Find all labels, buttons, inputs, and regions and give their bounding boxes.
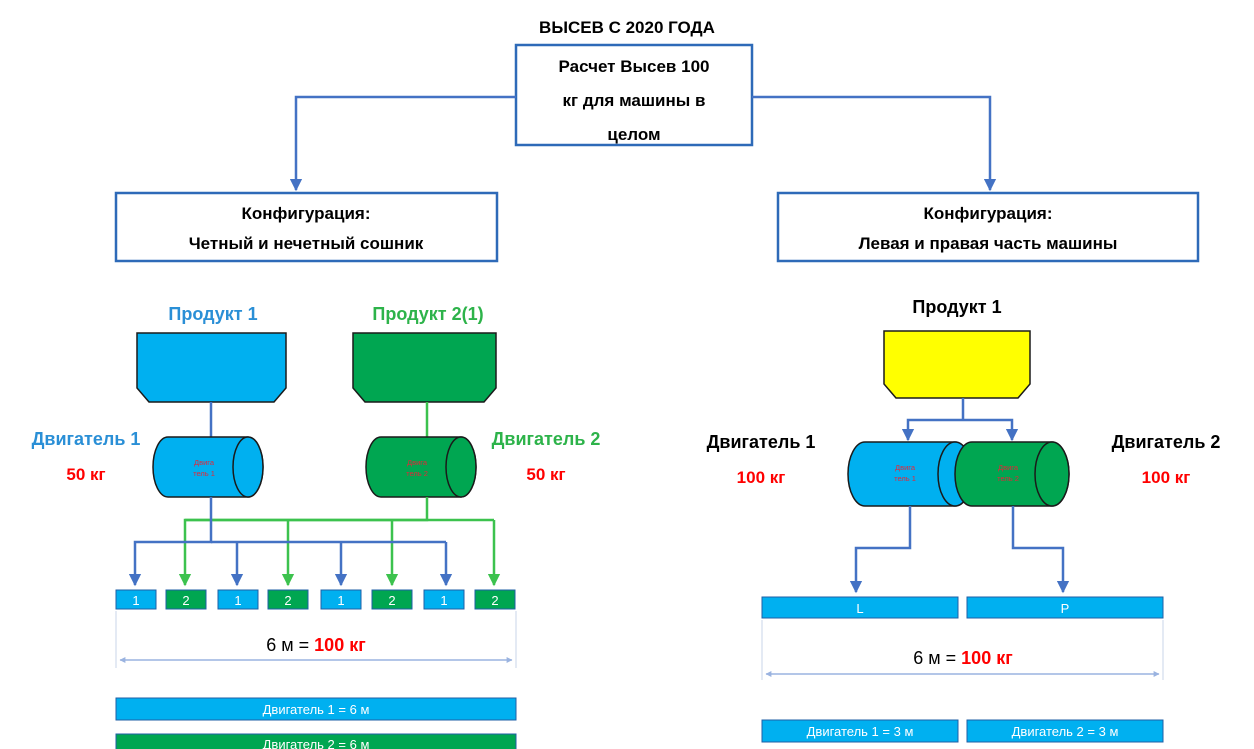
left-section-label: 2 [182, 593, 189, 608]
left-section-box [474, 589, 516, 610]
right-section-left-label: L [856, 601, 863, 616]
left-motor-2-cyl-text-2: тель 2 [406, 469, 428, 478]
right-motor-2-cylinder [954, 441, 1070, 507]
total-rate-line-3: целом [607, 125, 660, 144]
left-product2-label: Продукт 2(1) [372, 304, 483, 324]
left-section-box [371, 589, 413, 610]
left-config-title: Конфигурация: [242, 204, 371, 223]
right-config-title: Конфигурация: [924, 204, 1053, 223]
left-motor-2-cylinder [365, 436, 477, 498]
left-motor-1-width-text: Двигатель 1 = 6 м [263, 702, 370, 717]
right-motor-2-rate: 100 кг [1142, 468, 1191, 487]
left-motor-1-cyl-text-2: тель 1 [193, 469, 215, 478]
right-config-box [776, 191, 1200, 263]
left-section-box [423, 589, 465, 610]
left-section-box [320, 589, 362, 610]
left-motor-2-width-text: Двигатель 2 = 6 м [263, 737, 370, 749]
hopper-product-1 [136, 332, 287, 403]
left-motor-1-cyl-text-1: Двига [194, 458, 215, 467]
total-rate-line-1: Расчет Высев 100 [559, 57, 710, 76]
connector-right-config [752, 95, 997, 192]
right-feed-split-lines [901, 398, 1019, 442]
right-motor-1-cyl-text-2: тель 1 [894, 474, 916, 483]
total-rate-box [514, 43, 754, 147]
left-section-box [165, 589, 207, 610]
left-section-label: 2 [491, 593, 498, 608]
left-motor-1-name: Двигатель 1 [32, 429, 141, 449]
left-section-label: 1 [337, 593, 344, 608]
blue-distribution-lines [128, 497, 453, 587]
right-distribution-lines [849, 506, 1070, 594]
left-motor-2-rate: 50 кг [526, 465, 565, 484]
left-product1-label: Продукт 1 [168, 304, 257, 324]
left-config-subtitle: Четный и нечетный сошник [189, 234, 424, 253]
left-motor-1-cylinder [152, 436, 264, 498]
left-section-label: 2 [284, 593, 291, 608]
right-width-prefix: 6 м = [913, 648, 961, 668]
left-section-label: 1 [132, 593, 139, 608]
right-section-left-bar [761, 596, 959, 619]
left-width-prefix: 6 м = [266, 635, 314, 655]
right-motor-1-name: Двигатель 1 [707, 432, 816, 452]
hopper-product-2 [352, 332, 497, 403]
green-distribution-lines [178, 497, 501, 587]
right-width-text: 6 м = 100 кг [913, 648, 1013, 668]
left-motor-1-width-bar [115, 697, 517, 721]
left-width-value: 100 кг [314, 635, 366, 655]
left-section-box [267, 589, 309, 610]
left-section-label: 1 [234, 593, 241, 608]
right-motor-1-cyl-text-1: Двига [895, 463, 916, 472]
left-section-label: 1 [440, 593, 447, 608]
left-section-box [115, 589, 157, 610]
left-width-text: 6 м = 100 кг [266, 635, 366, 655]
right-motor-2-cyl-text-2: тель 2 [997, 474, 1019, 483]
right-motor-2-width-text: Двигатель 2 = 3 м [1012, 724, 1119, 739]
left-section-label: 2 [388, 593, 395, 608]
right-product1-label: Продукт 1 [912, 297, 1001, 317]
right-motor-1-rate: 100 кг [737, 468, 786, 487]
right-motor-2-cyl-text-1: Двига [998, 463, 1019, 472]
left-config-box [114, 191, 499, 263]
right-section-right-bar [966, 596, 1164, 619]
right-section-right-label: P [1061, 601, 1070, 616]
right-motor-2-name: Двигатель 2 [1112, 432, 1221, 452]
right-motor-1-width-bar [761, 719, 959, 743]
connector-left-config [289, 95, 516, 192]
left-motor-2-width-bar [115, 733, 517, 749]
left-motor-2-name: Двигатель 2 [492, 429, 601, 449]
diagram-title: ВЫСЕВ С 2020 ГОДА [539, 18, 715, 37]
left-motor-2-cyl-text-1: Двига [407, 458, 428, 467]
right-motor-1-width-text: Двигатель 1 = 3 м [807, 724, 914, 739]
right-motor-2-width-bar [966, 719, 1164, 743]
right-config-subtitle: Левая и правая часть машины [859, 234, 1118, 253]
left-section-box [217, 589, 259, 610]
total-rate-line-2: кг для машины в [563, 91, 706, 110]
hopper-right-product-1 [883, 330, 1031, 399]
right-width-value: 100 кг [961, 648, 1013, 668]
left-motor-1-rate: 50 кг [66, 465, 105, 484]
